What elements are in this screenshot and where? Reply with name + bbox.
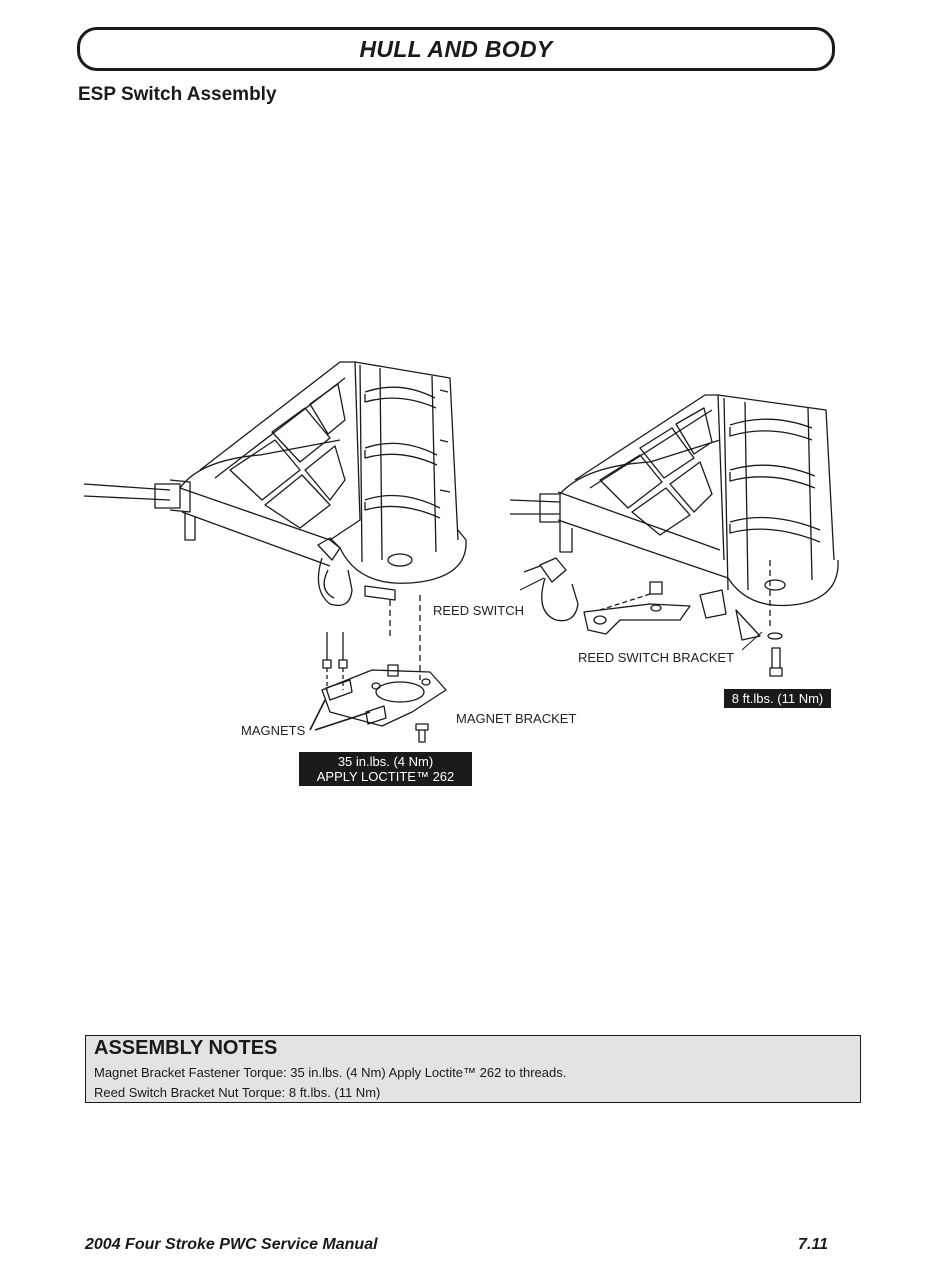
torque-label-magnet-fastener: 35 in.lbs. (4 Nm) APPLY LOCTITE™ 262 <box>299 752 472 786</box>
assembly-note-line: Magnet Bracket Fastener Torque: 35 in.lb… <box>94 1065 567 1080</box>
footer-page-number: 7.11 <box>798 1236 828 1253</box>
right-steering-assembly-drawing <box>509 394 839 677</box>
footer-manual-title: 2004 Four Stroke PWC Service Manual <box>85 1236 378 1253</box>
section-banner: HULL AND BODY <box>77 27 835 71</box>
callout-reed-switch: REED SWITCH <box>433 603 524 618</box>
section-title: HULL AND BODY <box>359 35 553 62</box>
assembly-note-line: Reed Switch Bracket Nut Torque: 8 ft.lbs… <box>94 1085 381 1100</box>
left-steering-assembly-drawing <box>83 361 467 743</box>
callout-magnets: MAGNETS <box>241 723 306 738</box>
torque-value: 8 ft.lbs. (11 Nm) <box>731 691 824 706</box>
torque-value: 35 in.lbs. (4 Nm) <box>337 754 434 769</box>
callout-magnet-bracket: MAGNET BRACKET <box>456 711 577 726</box>
assembly-notes-title: ASSEMBLY NOTES <box>94 1037 278 1059</box>
torque-label-bracket-nut: 8 ft.lbs. (11 Nm) <box>724 689 831 708</box>
callout-reed-switch-bracket: REED SWITCH BRACKET <box>578 650 735 665</box>
esp-switch-assembly-diagram <box>83 361 839 743</box>
subsection-title: ESP Switch Assembly <box>78 84 277 105</box>
assembly-notes-box: ASSEMBLY NOTES Magnet Bracket Fastener T… <box>85 1035 861 1103</box>
loctite-instruction: APPLY LOCTITE™ 262 <box>316 769 455 784</box>
